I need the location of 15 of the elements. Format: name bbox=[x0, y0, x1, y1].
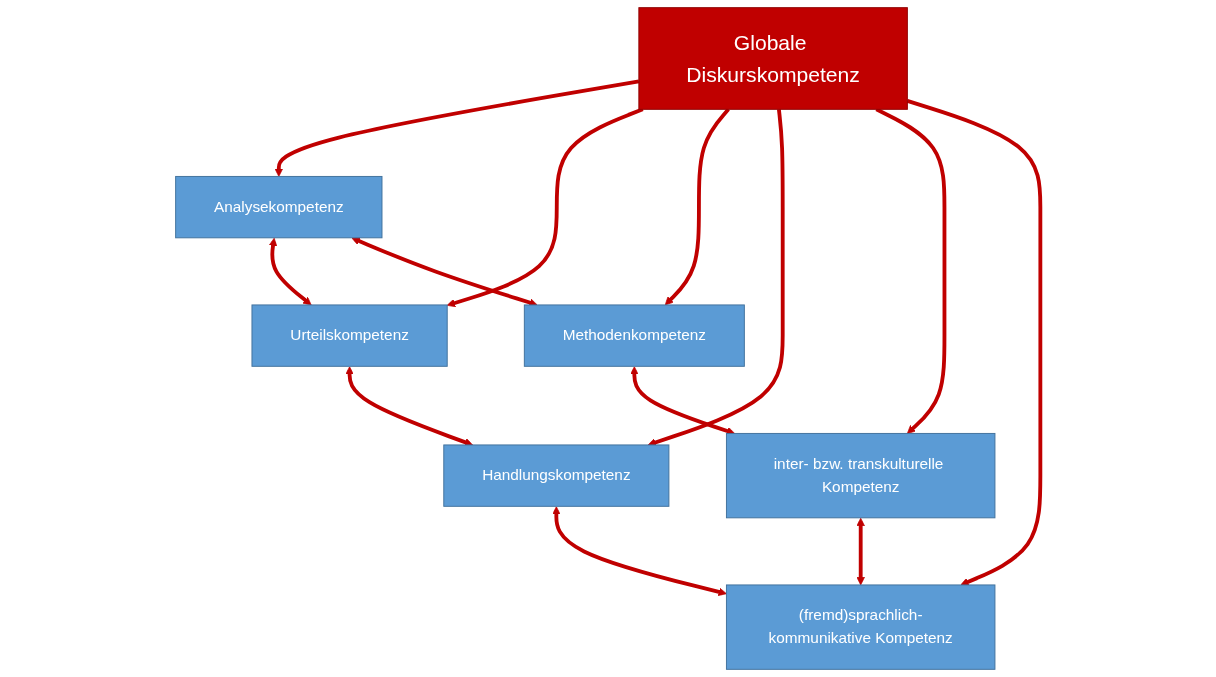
node-box: Urteilskompetenz bbox=[251, 304, 448, 367]
arrow bbox=[274, 79, 640, 177]
arrow bbox=[552, 506, 727, 596]
node-box: inter- bzw. transkulturelle Kompetenz bbox=[725, 432, 996, 519]
node-box: Analysekompetenz bbox=[175, 175, 383, 239]
node-box: (fremd)sprachlich-kommunikative Kompetenz bbox=[725, 584, 996, 670]
node-box: Globale Diskurskompetenz bbox=[638, 7, 908, 110]
arrow bbox=[664, 108, 730, 306]
arrow bbox=[630, 366, 735, 435]
arrow bbox=[856, 517, 865, 586]
arrow bbox=[268, 237, 312, 306]
arrow bbox=[446, 107, 644, 308]
node-box: Handlungskompetenz bbox=[443, 444, 670, 507]
node-box: Methodenkompetenz bbox=[523, 304, 745, 367]
arrow bbox=[906, 99, 1043, 586]
